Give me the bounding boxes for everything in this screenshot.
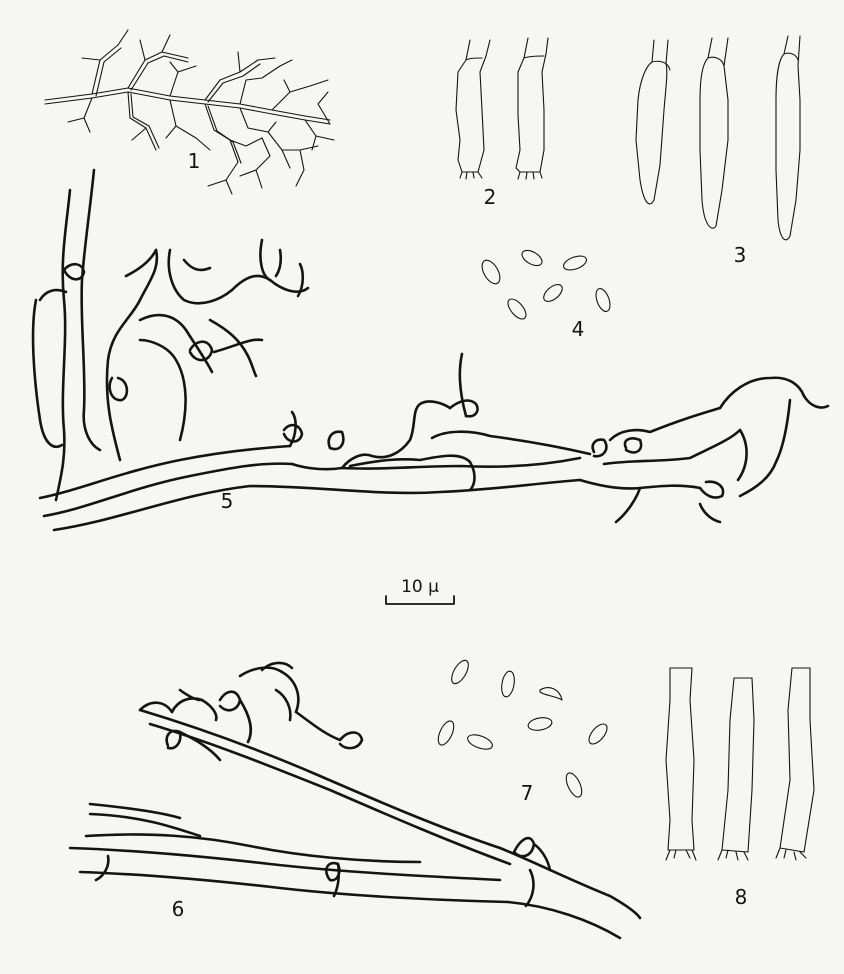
- figure-label-4: 4: [572, 317, 585, 341]
- figure-6-skeletal-hyphae: [70, 663, 640, 938]
- scale-bar-label: 10 μ: [401, 577, 439, 597]
- figure-label-5: 5: [221, 489, 234, 513]
- figure-label-6: 6: [172, 897, 185, 921]
- figure-3-cystidia: [636, 36, 800, 240]
- scale-bar: [386, 596, 454, 604]
- figure-7-spores: [435, 658, 610, 800]
- figure-2-basidia: [456, 38, 548, 179]
- figure-8-basidia: [666, 668, 814, 860]
- figure-4-spores: [478, 247, 612, 322]
- figure-label-1: 1: [188, 149, 201, 173]
- figure-label-8: 8: [735, 885, 748, 909]
- figure-label-2: 2: [484, 185, 497, 209]
- figure-label-7: 7: [521, 781, 534, 805]
- figure-label-3: 3: [734, 243, 747, 267]
- figure-5-clamped-hyphae: [33, 170, 828, 530]
